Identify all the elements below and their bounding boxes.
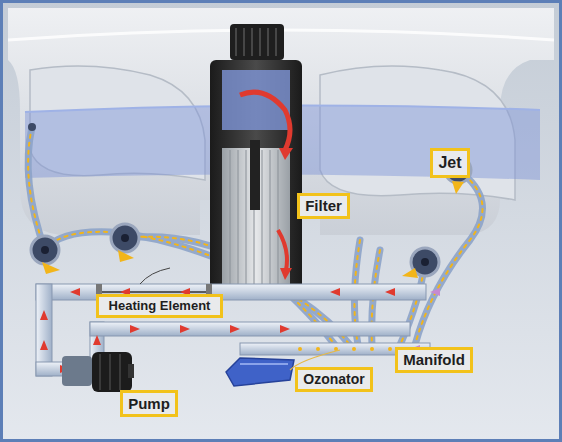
label-text: Filter xyxy=(305,197,342,215)
callout-label: Heating Element xyxy=(96,294,223,318)
callout-label: Filter xyxy=(297,193,350,219)
label-text: Jet xyxy=(438,153,461,172)
callout-label: Pump xyxy=(120,390,178,417)
callout-label: Jet xyxy=(430,148,470,178)
label-text: Ozonator xyxy=(303,371,364,388)
callout-label: Manifold xyxy=(395,347,473,373)
label-text: Manifold xyxy=(403,351,465,369)
label-text: Heating Element xyxy=(109,298,211,314)
callout-label: Ozonator xyxy=(295,367,373,392)
label-text: Pump xyxy=(128,395,170,413)
